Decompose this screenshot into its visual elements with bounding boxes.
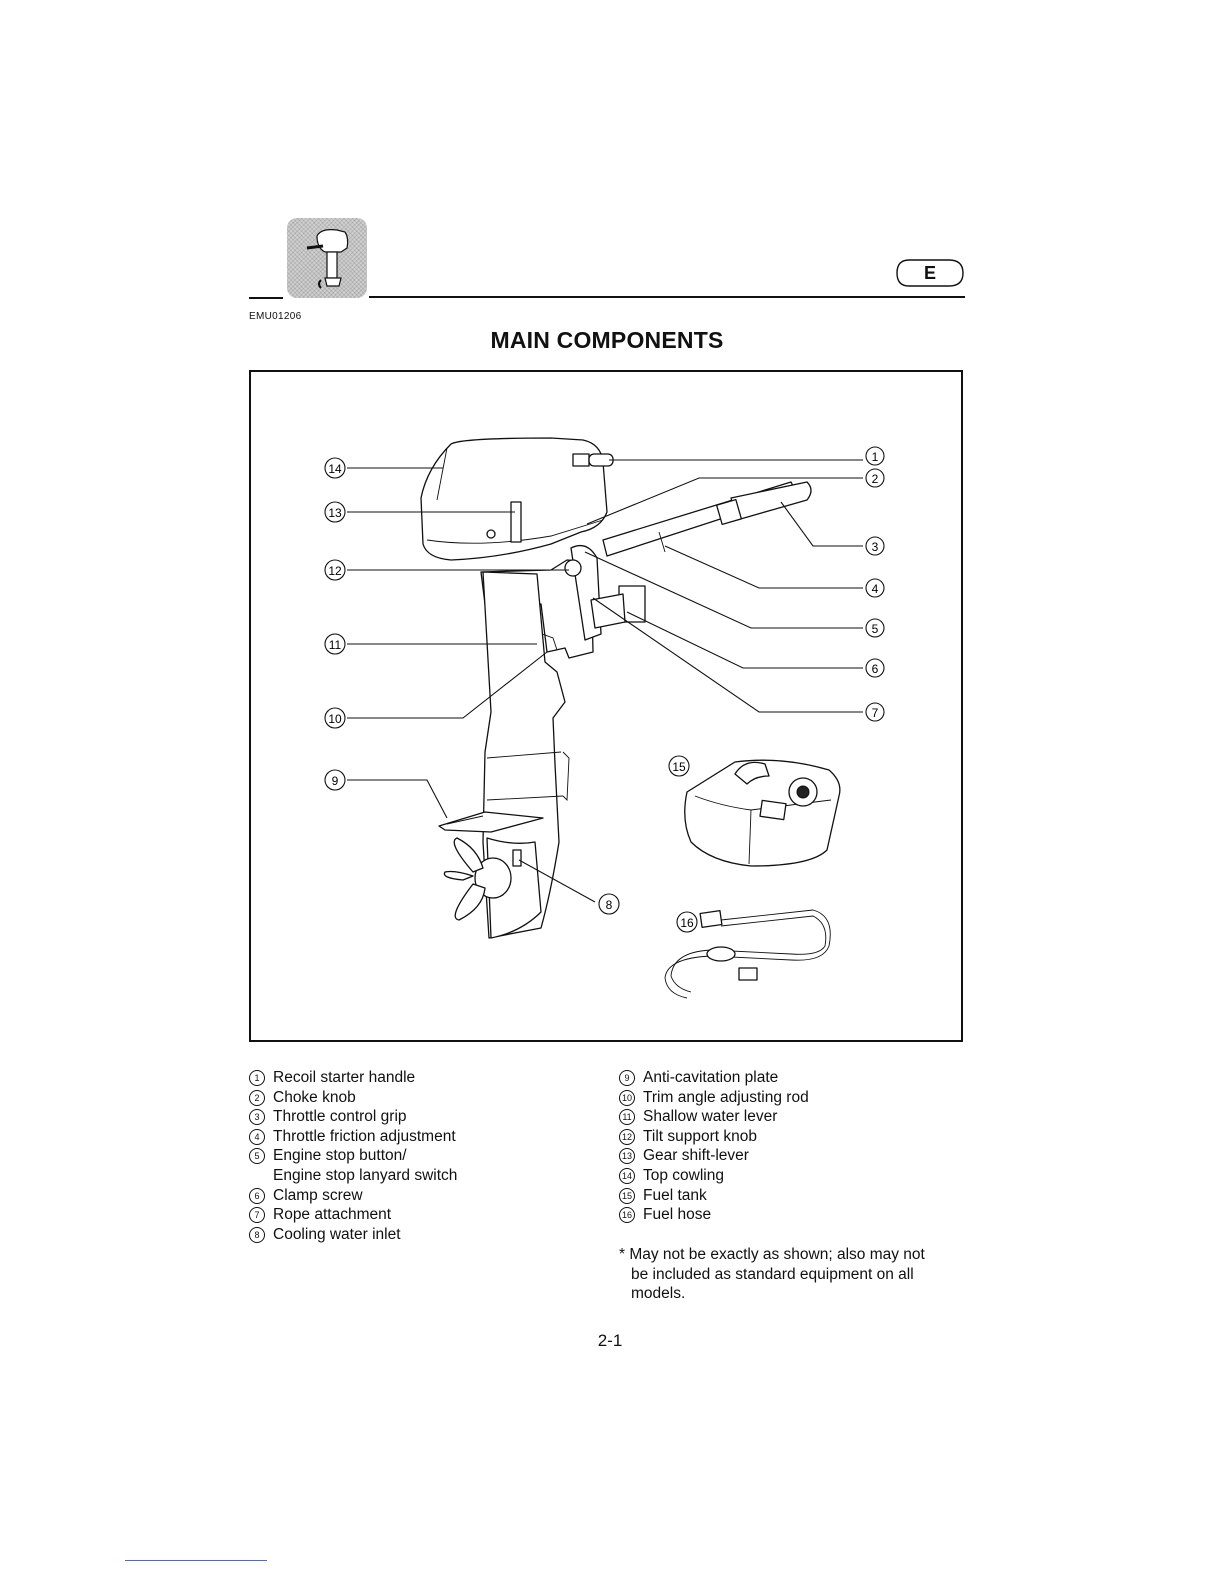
svg-text:6: 6	[872, 662, 879, 676]
legend-number: 10	[619, 1089, 635, 1106]
callout-5: 5	[865, 618, 885, 638]
svg-text:8: 8	[606, 898, 613, 912]
legend-label: Cooling water inlet	[273, 1225, 401, 1243]
legend-number: 2	[249, 1089, 265, 1106]
legend-item-16: 16 Fuel hose	[619, 1205, 965, 1225]
outboard-drawing: 1 2 3 4 5 6 7 8 9 10 11	[324, 437, 885, 999]
callout-15: 15	[668, 755, 690, 777]
callout-2: 2	[865, 468, 885, 488]
callout-11: 11	[324, 633, 346, 655]
footnote-line-3: models.	[631, 1285, 686, 1303]
svg-text:5: 5	[872, 622, 879, 636]
legend-number: 1	[249, 1070, 265, 1086]
svg-text:4: 4	[872, 582, 879, 596]
header-rule-right	[369, 296, 965, 298]
legend-number: 13	[619, 1148, 635, 1165]
svg-text:10: 10	[328, 712, 342, 726]
legend-number: 5	[249, 1148, 265, 1165]
svg-text:12: 12	[328, 564, 342, 578]
legend-number: 11	[619, 1109, 635, 1126]
legend-label: Gear shift-lever	[643, 1147, 749, 1165]
legend-label: Shallow water lever	[643, 1108, 778, 1126]
legend-label: Top cowling	[643, 1166, 724, 1184]
legend-label: Rope attachment	[273, 1206, 392, 1224]
legend-number: 16	[619, 1207, 635, 1224]
legend-item-7: 7 Rope attachment	[249, 1205, 599, 1225]
document-code: EMU01206	[249, 311, 302, 322]
legend-item-4: 4 Throttle friction adjustment	[249, 1127, 599, 1147]
legend-label: Clamp screw	[273, 1186, 363, 1204]
svg-text:13: 13	[328, 506, 342, 520]
language-letter: E	[923, 263, 936, 283]
outboard-motor-icon	[287, 218, 367, 298]
callout-1: 1	[865, 446, 885, 466]
legend-item-13: 13 Gear shift-lever	[619, 1146, 965, 1166]
svg-text:16: 16	[680, 916, 694, 930]
legend-item-3: 3 Throttle control grip	[249, 1107, 599, 1127]
legend-item-14: 14 Top cowling	[619, 1166, 965, 1186]
legend-right: 9 Anti-cavitation plate 10 Trim angle ad…	[619, 1068, 965, 1225]
footnote: * May not be exactly as shown; also may …	[619, 1245, 965, 1304]
legend-item-11: 11 Shallow water lever	[619, 1107, 965, 1127]
legend-label: Trim angle adjusting rod	[643, 1088, 809, 1106]
legend-label: Fuel tank	[643, 1186, 707, 1204]
legend-label: Tilt support knob	[643, 1127, 758, 1145]
legend-left: 1 Recoil starter handle 2 Choke knob 3 T…	[249, 1068, 599, 1244]
footnote-line-2: be included as standard equipment on all	[631, 1265, 914, 1283]
callout-14: 14	[324, 457, 346, 479]
legend-number: 9	[619, 1070, 635, 1086]
legend-item-5: 5 Engine stop button/	[249, 1146, 599, 1166]
svg-text:1: 1	[872, 450, 879, 464]
legend-number: 3	[249, 1109, 265, 1126]
header-rule-left	[249, 297, 283, 299]
legend-label-continued: Engine stop lanyard switch	[273, 1166, 458, 1184]
svg-text:11: 11	[329, 638, 342, 652]
bottom-divider	[125, 1560, 267, 1561]
svg-text:14: 14	[328, 462, 342, 476]
components-figure: 1 2 3 4 5 6 7 8 9 10 11	[249, 370, 963, 1042]
legend-number: 6	[249, 1187, 265, 1204]
callout-9: 9	[324, 769, 346, 791]
callout-16: 16	[676, 911, 698, 933]
legend-number: 4	[249, 1128, 265, 1145]
legend-item-9: 9 Anti-cavitation plate	[619, 1068, 965, 1088]
callout-10: 10	[324, 707, 346, 729]
legend-item-8: 8 Cooling water inlet	[249, 1225, 599, 1245]
legend-label: Recoil starter handle	[273, 1069, 416, 1086]
callout-12: 12	[324, 559, 346, 581]
legend-number: 7	[249, 1207, 265, 1224]
legend-item-10: 10 Trim angle adjusting rod	[619, 1088, 965, 1108]
svg-text:3: 3	[872, 540, 879, 554]
legend-label: Fuel hose	[643, 1206, 712, 1224]
legend-item-12: 12 Tilt support knob	[619, 1127, 965, 1147]
legend-item-1: 1 Recoil starter handle	[249, 1068, 599, 1088]
legend-item-15: 15 Fuel tank	[619, 1186, 965, 1206]
page-title: MAIN COMPONENTS	[490, 327, 724, 353]
legend-label: Anti-cavitation plate	[643, 1069, 779, 1086]
legend-number: 15	[619, 1187, 635, 1204]
callout-6: 6	[865, 658, 885, 678]
legend-item-2: 2 Choke knob	[249, 1088, 599, 1108]
svg-text:9: 9	[332, 774, 339, 788]
legend-item-6: 6 Clamp screw	[249, 1186, 599, 1206]
callout-13: 13	[324, 501, 346, 523]
legend-number: 12	[619, 1128, 635, 1145]
legend-label: Throttle control grip	[273, 1108, 407, 1126]
callout-7: 7	[865, 702, 885, 722]
legend-label: Engine stop button/	[273, 1147, 407, 1165]
legend-number: 8	[249, 1226, 265, 1243]
svg-text:2: 2	[872, 472, 879, 486]
callout-3: 3	[865, 536, 885, 556]
callout-4: 4	[865, 578, 885, 598]
legend-label: Choke knob	[273, 1088, 356, 1106]
language-badge: E	[895, 258, 965, 288]
callout-8: 8	[598, 893, 620, 915]
svg-text:15: 15	[672, 760, 686, 774]
legend-label: Throttle friction adjustment	[273, 1127, 456, 1145]
footnote-line-1: * May not be exactly as shown; also may …	[619, 1246, 925, 1263]
page-number: 2-1	[597, 1331, 623, 1350]
legend-number: 14	[619, 1167, 635, 1184]
svg-text:7: 7	[872, 706, 879, 720]
